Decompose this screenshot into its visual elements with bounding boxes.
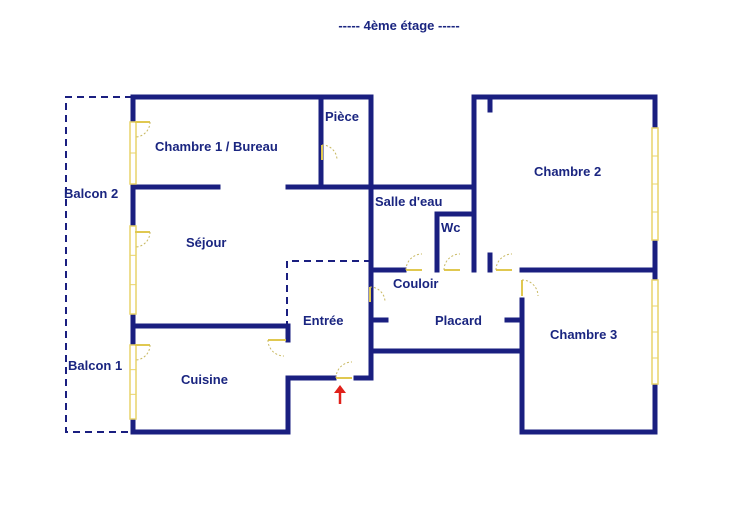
label-balcon2: Balcon 2 [64,186,118,201]
label-chambre2: Chambre 2 [534,164,601,179]
label-balcon1: Balcon 1 [68,358,122,373]
label-couloir: Couloir [393,276,439,291]
label-piece: Pièce [325,109,359,124]
label-placard: Placard [435,313,482,328]
balcony-outline [65,96,132,433]
window-cuisine [129,344,137,420]
window-sejour [129,225,137,315]
label-salle-deau: Salle d'eau [375,194,442,209]
up-arrow-icon [334,385,346,404]
label-wc: Wc [441,220,461,235]
entree-boundary [286,260,369,328]
label-entree: Entrée [303,313,343,328]
label-sejour: Séjour [186,235,226,250]
label-cuisine: Cuisine [181,372,228,387]
floor-title: ----- 4ème étage ----- [338,18,459,33]
windows [129,121,659,420]
label-chambre1: Chambre 1 / Bureau [155,139,278,154]
walls [130,94,658,435]
label-chambre3: Chambre 3 [550,327,617,342]
doors [134,121,539,379]
